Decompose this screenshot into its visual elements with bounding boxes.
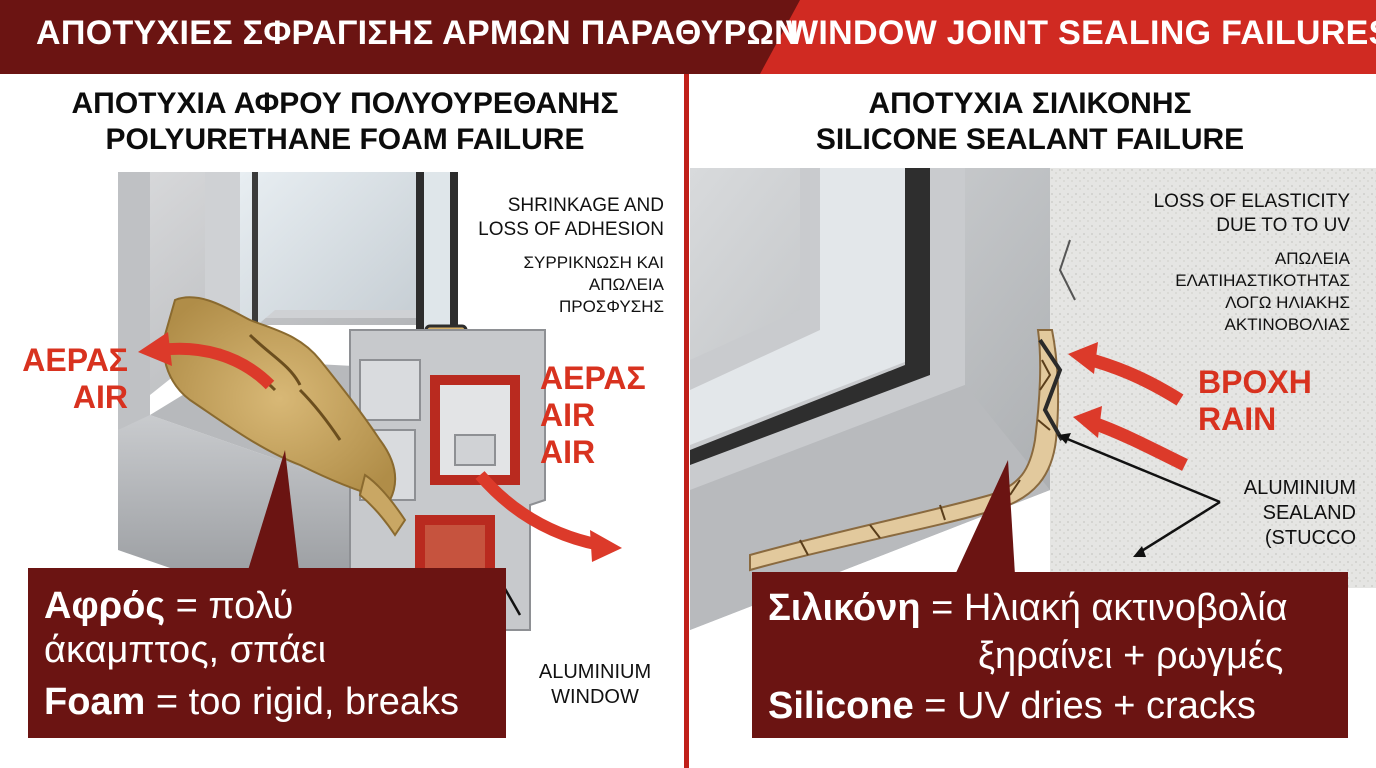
silicone-cracks xyxy=(799,359,1052,556)
glass-spacer-1 xyxy=(416,172,424,342)
left-note-gr-line-3: ΠΡΟΣΦΥΣΗΣ xyxy=(559,297,664,316)
right-note-en-line-2: DUE TO TO UV xyxy=(1216,215,1350,236)
right-note-english: LOSS OF ELASTICITY DUE TO TO UV xyxy=(1120,190,1350,238)
silicone-caption-greek-rest-1: = Ηλιακή ακτινοβολία xyxy=(920,587,1288,629)
foam-caption-english-rest: = too rigid, breaks xyxy=(145,681,460,723)
rain-label-greek: ΒΡΟΧΗ xyxy=(1198,364,1312,400)
air-label-right-english-1: AIR xyxy=(540,397,596,433)
right-title-greek: ΑΠΟΤΥΧΙΑ ΣΙΛΙΚΟΝΗΣ xyxy=(868,87,1192,120)
caption-pointer xyxy=(955,460,1015,575)
silicone-gap xyxy=(1038,338,1064,441)
banner-title-english: WINDOW JOINT SEALING FAILURES xyxy=(786,14,1376,52)
glass-pane-gap xyxy=(424,172,450,332)
banner-title-greek: ΑΠΟΤΥΧΙΕΣ ΣΦΡΑΓΙΣΗΣ ΑΡΜΩΝ ΠΑΡΑΘΥΡΩΝ xyxy=(36,14,799,52)
panel-divider xyxy=(684,74,689,768)
air-label-left: ΑΕΡΑΣ AIR xyxy=(20,342,128,416)
banner-left-bg xyxy=(0,0,800,74)
foam-caption-greek-line-2: άκαμπτος, σπάει xyxy=(44,629,327,671)
foam-caption-box: Αφρός = πολύ άκαμπτος, σπάει Foam = too … xyxy=(28,568,506,738)
sealand-line-1: ALUMINIUM xyxy=(1243,477,1356,499)
foam-window-illustration xyxy=(118,172,622,638)
profile-chamber-c xyxy=(454,434,496,466)
pointer-arrow-head-2 xyxy=(1133,546,1146,557)
right-window-sill xyxy=(690,385,1050,630)
air-label-right-greek: ΑΕΡΑΣ xyxy=(540,360,646,396)
aluminium-window-label: ALUMINIUM WINDOW xyxy=(520,660,670,710)
right-note-greek: ΑΠΩΛΕΙΑ ΕΛΑΤΙΗΑΣΤΙΚΟΤΗΤΑΣ ΛΟΓΩ ΗΛΙΑΚΗΣ Α… xyxy=(1120,248,1350,336)
rain-label-english: RAIN xyxy=(1198,401,1277,437)
foam-caption-english-bold: Foam xyxy=(44,681,146,723)
right-panel-title: ΑΠΟΤΥΧΙΑ ΣΙΛΙΚΟΝΗΣ SILICONE SEALANT FAIL… xyxy=(720,86,1340,158)
pointer-arrow-icon xyxy=(1139,500,1221,554)
banner: ΑΠΟΤΥΧΙΕΣ ΣΦΡΑΓΙΣΗΣ ΑΡΜΩΝ ΠΑΡΑΘΥΡΩΝ WIND… xyxy=(0,0,1376,74)
silicone-caption-english-bold: Silicone xyxy=(768,685,914,727)
right-note-gr-line-3: ΛΟΓΩ ΗΛΙΑΚΗΣ xyxy=(1225,293,1350,312)
left-note-gr-line-2: ΑΠΩΛΕΙΑ xyxy=(588,275,664,294)
silicone-caption-english-rest: = UV dries + cracks xyxy=(913,685,1256,727)
window-glass xyxy=(240,172,418,340)
stucco-crack xyxy=(1058,239,1076,301)
right-title-english: SILICONE SEALANT FAILURE xyxy=(815,123,1245,156)
foam-caption-greek-rest-1: = πολύ xyxy=(165,585,294,627)
air-arrow-head-right xyxy=(590,530,622,562)
air-arrow-icon xyxy=(475,471,602,551)
window-frame-side xyxy=(118,172,150,430)
left-note-en-line-1: SHRINKAGE AND xyxy=(507,195,664,216)
pointer-arrow-icon xyxy=(1064,436,1221,504)
rain-label: ΒΡΟΧΗ RAIN xyxy=(1198,364,1318,438)
sealand-line-2: SEALAND xyxy=(1262,502,1356,524)
right-note-gr-line-1: ΑΠΩΛΕΙΑ xyxy=(1274,249,1350,268)
left-title-english: POLYURETHANE FOAM FAILURE xyxy=(105,123,585,156)
silicone-bead xyxy=(749,329,1060,572)
silicone-caption-greek-line-2: ξηραίνει + ρωγμές xyxy=(978,635,1284,677)
air-label-right: ΑΕΡΑΣ AIR AIR xyxy=(540,360,652,471)
profile-chamber-a xyxy=(359,359,421,421)
silicone-caption-english: Silicone = UV dries + cracks xyxy=(768,684,1256,728)
left-note-en-line-2: LOSS OF ADHESION xyxy=(478,219,664,240)
rain-arrow-head-bottom xyxy=(1073,406,1102,438)
banner-right-bg xyxy=(760,0,1376,74)
silicone-caption-box: Σιλικόνη = Ηλιακή ακτινοβολία ξηραίνει +… xyxy=(752,572,1348,738)
rain-arrow-head-top xyxy=(1068,342,1098,374)
left-panel-title: ΑΠΟΤΥΧΙΑ ΑΦΡΟΥ ΠΟΛΥΟΥΡΕΘΑΝΗΣ POLYURETHAN… xyxy=(40,86,650,158)
air-arrow-head-left xyxy=(138,332,172,366)
air-label-left-english: AIR xyxy=(72,379,128,415)
right-note-gr-line-4: ΑΚΤΙΝΟΒΟΛΙΑΣ xyxy=(1224,315,1350,334)
aluminium-window-line-1: ALUMINIUM xyxy=(538,661,652,683)
caption-pointer xyxy=(245,450,300,580)
glass-spacer-2 xyxy=(450,172,458,342)
aluminium-window-line-2: WINDOW xyxy=(551,686,639,708)
left-title-greek: ΑΠΟΤΥΧΙΑ ΑΦΡΟΥ ΠΟΛΥΟΥΡΕΘΑΝΗΣ xyxy=(71,87,619,120)
right-note-en-line-1: LOSS OF ELASTICITY xyxy=(1153,191,1350,212)
air-label-left-greek: ΑΕΡΑΣ xyxy=(22,342,128,378)
silicone-caption-greek-bold: Σιλικόνη xyxy=(768,587,921,629)
foam-caption-english: Foam = too rigid, breaks xyxy=(44,680,459,724)
foam-mass xyxy=(162,296,397,502)
sealand-line-3: (STUCCO xyxy=(1264,527,1356,549)
left-note-gr-line-1: ΣΥΡΡΙΚΝΩΣΗ ΚΑΙ xyxy=(523,253,664,272)
foam-fragment xyxy=(358,473,407,537)
foam-caption-greek-line-1: Αφρός = πολύ xyxy=(44,584,293,628)
pointer-arrow-head-1 xyxy=(1058,433,1071,444)
silicone-caption-greek-line-1: Σιλικόνη = Ηλιακή ακτινοβολία xyxy=(768,586,1288,630)
air-arrow-icon xyxy=(159,342,275,390)
air-label-right-english-2: AIR xyxy=(540,434,596,470)
left-note-greek: ΣΥΡΡΙΚΝΩΣΗ ΚΑΙ ΑΠΩΛΕΙΑ ΠΡΟΣΦΥΣΗΣ xyxy=(450,252,664,318)
right-window-glass xyxy=(690,168,910,445)
sealand-label: ALUMINIUM SEALAND (STUCCO xyxy=(1206,476,1356,551)
right-glass-bead xyxy=(690,168,930,465)
silicone-window-illustration xyxy=(690,168,1376,630)
stucco-wall xyxy=(1050,168,1376,588)
left-note-english: SHRINKAGE AND LOSS OF ADHESION xyxy=(450,194,664,242)
right-note-gr-line-2: ΕΛΑΤΙΗΑΣΤΙΚΟΤΗΤΑΣ xyxy=(1175,271,1350,290)
foam-caption-greek-bold: Αφρός xyxy=(44,585,166,627)
